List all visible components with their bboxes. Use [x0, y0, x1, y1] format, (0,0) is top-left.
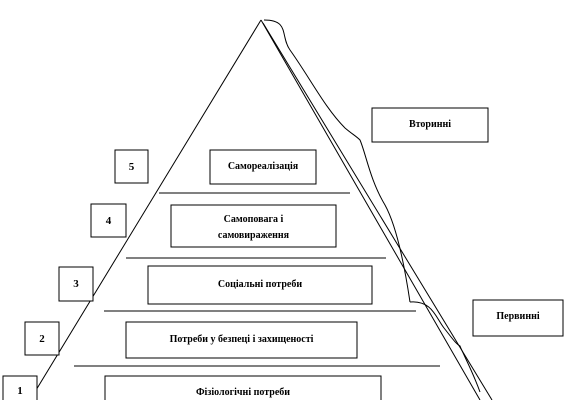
secondary-brace-curve	[263, 19, 411, 303]
primary-brace-curve	[409, 301, 481, 393]
level-4-number-box	[90, 203, 127, 238]
level-2-number: 2	[39, 333, 45, 345]
pyramid-right-edge-outer	[262, 22, 493, 400]
primary-group-box	[472, 299, 564, 337]
pyramid-right-edge-inner	[260, 19, 481, 400]
level-4-label-line-2: самовираження	[218, 230, 290, 241]
level-2-number-box	[24, 321, 60, 356]
primary-group-label: Первинні	[472, 299, 564, 337]
secondary-group-box	[371, 107, 489, 143]
primary-group-text: Первинні	[496, 311, 539, 322]
level-3-label-box	[147, 265, 373, 305]
level-3-number: 3	[73, 278, 79, 290]
level-5-label-box	[209, 149, 317, 185]
pyramid-outline	[29, 19, 493, 400]
level-3-label: Соціальні потреби	[218, 279, 302, 290]
level-dividers	[74, 192, 440, 367]
level-4-label-box	[170, 204, 337, 248]
level-4: 4 Самоповага і самовираження	[90, 203, 337, 248]
level-3: 3 Соціальні потреби	[58, 265, 373, 305]
primary-needs-brace	[409, 301, 481, 393]
level-2: 2 Потреби у безпеці і захищеності	[24, 321, 358, 359]
level-2-label-box	[125, 321, 358, 359]
level-5-label: Самореалізація	[228, 161, 299, 172]
level-1-label-box	[104, 375, 382, 400]
level-1-number-box	[2, 375, 38, 400]
secondary-group-label: Вторинні	[371, 107, 489, 143]
level-1-label: Фізіологічні потреби	[196, 387, 290, 398]
level-1: 1 Фізіологічні потреби	[2, 375, 382, 400]
level-5-number: 5	[129, 161, 135, 173]
level-5-number-box	[114, 149, 149, 184]
pyramid-left-edge	[29, 19, 262, 400]
secondary-needs-brace	[263, 19, 411, 303]
secondary-group-text: Вторинні	[409, 119, 451, 130]
level-2-label: Потреби у безпеці і захищеності	[170, 334, 314, 345]
level-3-number-box	[58, 266, 94, 302]
level-4-label-line-1: Самоповага і	[224, 214, 284, 225]
level-1-number: 1	[17, 385, 23, 397]
level-4-number: 4	[106, 215, 112, 227]
level-5: 5 Самореалізація	[114, 149, 317, 185]
